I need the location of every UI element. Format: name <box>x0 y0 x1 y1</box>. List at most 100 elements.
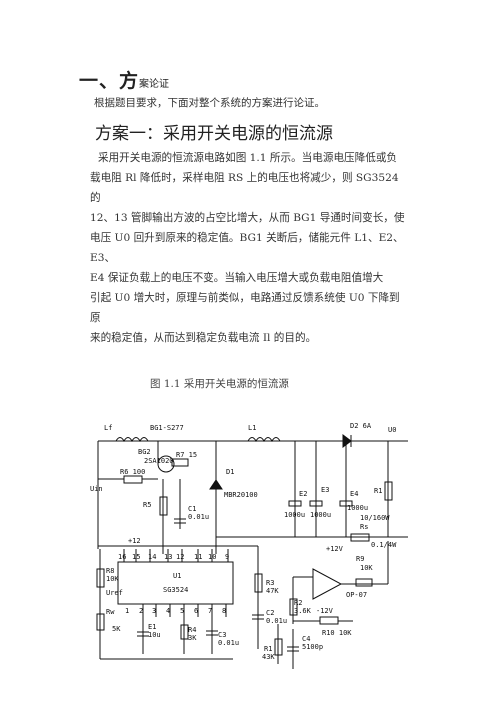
label-r3-val: 47K <box>266 587 279 595</box>
label-r9: R9 <box>356 555 364 563</box>
label-uref: Uref <box>106 589 123 597</box>
label-r6: R6 100 <box>120 468 145 476</box>
label-pin-5: 5 <box>180 607 184 615</box>
label-c3-val: 0.01u <box>218 639 239 647</box>
label-bg1: BG1-S277 <box>150 424 184 432</box>
label-r2-val: 3.6K <box>294 607 312 615</box>
label-e1-val: 10u <box>148 631 161 639</box>
label-c4-val: 5100p <box>302 643 323 651</box>
label-c4: C4 <box>302 635 310 643</box>
figure-caption: 图 1.1 采用开关电源的恒流源 <box>150 378 289 390</box>
paragraph-line: 采用开关电源的恒流源电路如图 1.1 所示。当电源电压降低或负 <box>98 152 398 164</box>
label-lf: Lf <box>104 424 112 432</box>
label-plus12: +12 <box>128 537 141 545</box>
label-pin-1: 1 <box>125 607 129 615</box>
label-e2: E2 <box>299 490 307 498</box>
label-e1: E1 <box>148 623 156 631</box>
opamp-op07 <box>312 568 343 600</box>
label-r9-val: 10K <box>360 564 373 572</box>
label-c2-val: 0.01u <box>266 617 287 625</box>
label-e3-val: 1000u <box>310 511 331 519</box>
label-uin: Uin <box>90 485 103 493</box>
resistor-r2 <box>289 598 298 616</box>
label-u1-part: SG3524 <box>163 586 188 594</box>
label-pin-14: 14 <box>148 553 156 561</box>
label-bg2-part: 2SA1020 <box>144 457 174 465</box>
label-r2: R2 <box>294 599 302 607</box>
label-rw-val: 5K <box>112 625 121 633</box>
label-e2-val: 1000u <box>284 511 305 519</box>
diode-d2 <box>342 434 352 448</box>
label-c1: C1 <box>188 505 196 513</box>
label-e4-val: 1000u <box>347 504 368 512</box>
label-c1-val: 0.01u <box>188 513 209 521</box>
label-u0: U0 <box>388 426 396 434</box>
body-paragraph: 采用开关电源的恒流源电路如图 1.1 所示。当电源电压降低或负 载电阻 Rl 降… <box>90 148 405 348</box>
label-rw: Rw <box>106 608 115 616</box>
label-l1: L1 <box>248 424 256 432</box>
label-c2: C2 <box>266 609 274 617</box>
label-r8: R8 <box>106 567 114 575</box>
label-pin-11: 11 <box>194 553 202 561</box>
label-pin-3: 3 <box>152 607 156 615</box>
circuit-diagram: Lf BG1-S277 BG2 2SA1020 R7 15 R6 100 Uin… <box>90 422 408 669</box>
label-bg2: BG2 <box>138 448 151 456</box>
label-r4-val: 3K <box>188 634 197 642</box>
label-pin-12: 12 <box>176 553 184 561</box>
resistor-r8 <box>96 568 105 588</box>
label-pin-9: 9 <box>225 553 229 561</box>
label-r3: R3 <box>266 579 274 587</box>
cap-e3 <box>309 500 323 507</box>
paragraph-line: E4 保证负载上的电压不变。当输入电压增大或负载电阻值增大 <box>90 272 384 284</box>
label-pin-16: 16 <box>118 553 126 561</box>
resistor-r9 <box>355 578 373 587</box>
label-r1-val: 10/160W <box>360 514 390 522</box>
resistor-r4 <box>180 624 189 640</box>
label-e3: E3 <box>321 486 329 494</box>
label-d2: D2 6A <box>350 422 372 430</box>
label-pin-4: 4 <box>166 607 170 615</box>
paragraph-line: 电压 U0 回升到原来的稳定值。BG1 关断后，储能元件 L1、E2、E3、 <box>90 232 404 264</box>
cap-e2 <box>288 500 302 507</box>
label-plus12v: +12V <box>326 545 344 553</box>
paragraph-line: 载电阻 Rl 降低时，采样电阻 RS 上的电压也将减少，则 SG3524 的 <box>90 172 399 204</box>
label-r7: R7 15 <box>176 451 197 459</box>
label-pin-7: 7 <box>208 607 212 615</box>
label-pin-6: 6 <box>194 607 198 615</box>
resistor-r7 <box>171 458 189 467</box>
paragraph-line: 来的稳定值，从而达到稳定负载电流 Il 的目的。 <box>90 332 317 344</box>
resistor-r1-lower <box>274 638 283 656</box>
label-r4: R4 <box>188 626 196 634</box>
resistor-r5 <box>159 496 168 516</box>
label-pin-13: 13 <box>164 553 172 561</box>
label-op07: OP-07 <box>346 591 367 599</box>
transistor-bg2 <box>157 455 175 473</box>
label-pin-15: 15 <box>132 553 140 561</box>
section-heading: 一、方案论证 <box>79 66 169 93</box>
label-d1: D1 <box>226 468 234 476</box>
label-rs: Rs <box>360 523 368 531</box>
ic-u1 <box>117 561 234 605</box>
inductor-l1 <box>247 437 281 443</box>
resistor-r1-load <box>384 481 393 501</box>
paragraph-line: 引起 U0 增大时，原理与前类似，电路通过反馈系统使 U0 下降到原 <box>90 292 400 324</box>
label-r8-val: 10K <box>106 575 119 583</box>
label-rl-val: 43K <box>262 653 275 661</box>
label-e4: E4 <box>350 490 358 498</box>
label-minus12v: -12V <box>316 607 334 615</box>
label-r10: R10 10K <box>322 629 352 637</box>
label-pin-8: 8 <box>222 607 226 615</box>
paragraph-line: 12、13 管脚输出方波的占空比增大，从而 BG1 导通时间变长，使 <box>90 212 405 224</box>
label-rl: R1 <box>264 645 272 653</box>
label-pin-10: 10 <box>208 553 216 561</box>
potentiometer-rw <box>96 613 105 631</box>
label-c3: C3 <box>218 631 226 639</box>
section-heading-main: 一、方 <box>79 70 140 92</box>
label-d1-part: MBR20100 <box>224 491 258 499</box>
intro-text: 根据题目要求，下面对整个系统的方案进行论证。 <box>94 97 325 109</box>
section-heading-rest: 案论证 <box>139 79 170 90</box>
label-r1: R1 <box>374 487 382 495</box>
resistor-r3 <box>254 573 263 593</box>
diode-d1 <box>209 479 223 490</box>
resistor-r10 <box>319 616 339 625</box>
